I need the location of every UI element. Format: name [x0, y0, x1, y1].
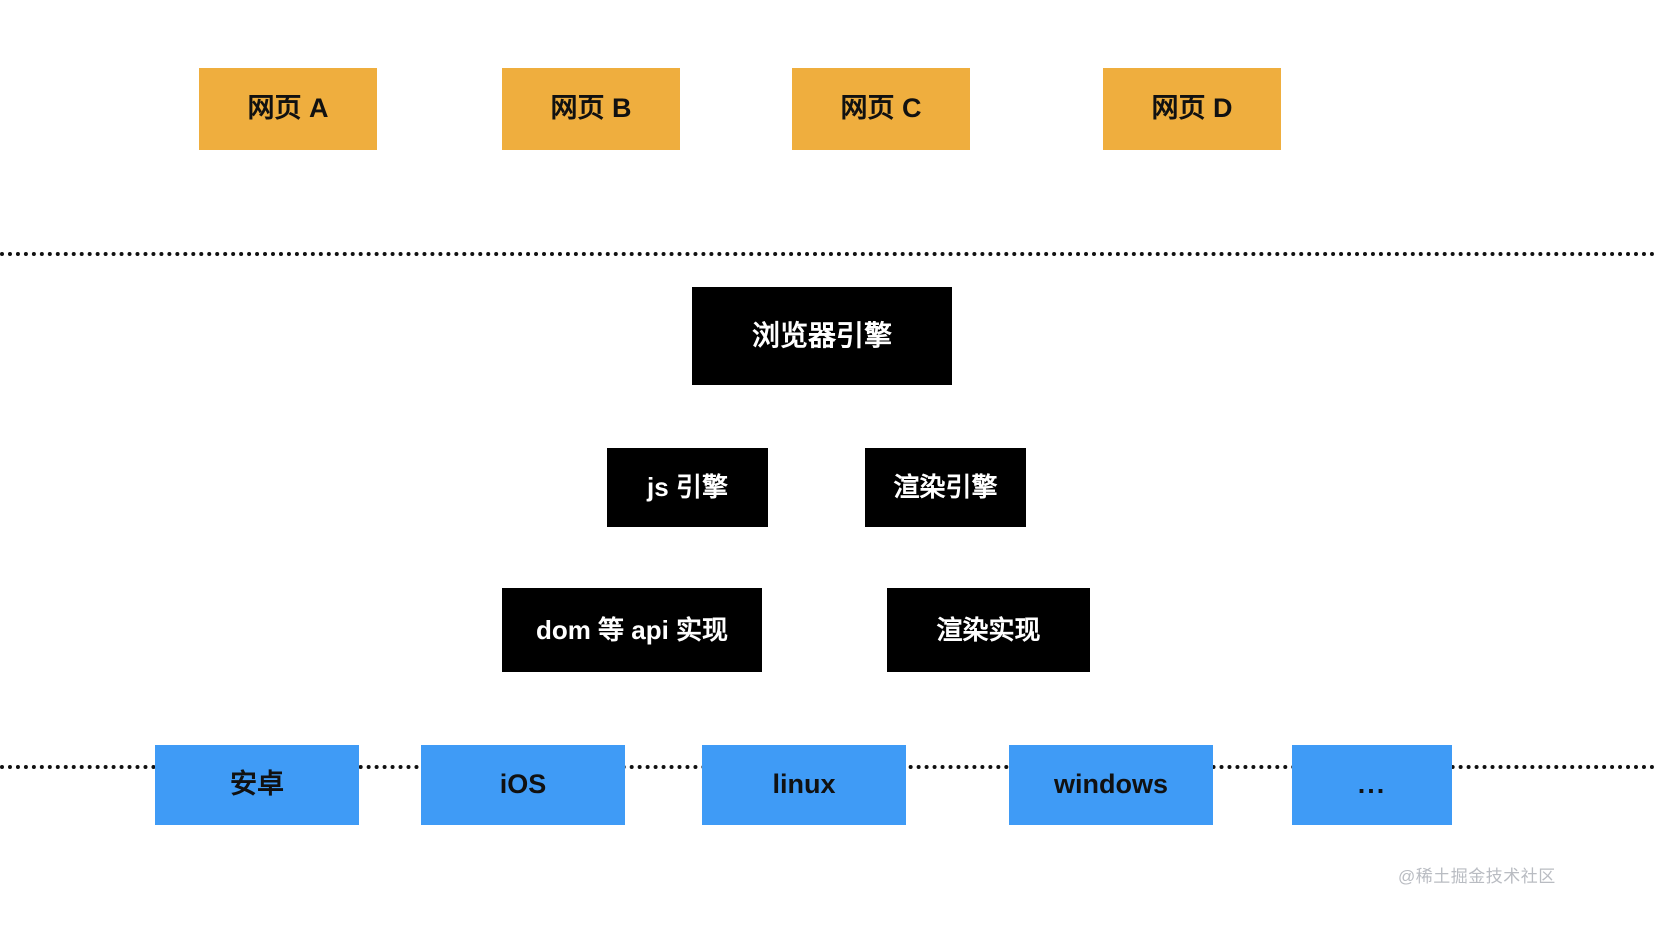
webpage-box-a[interactable]: 网页 A [199, 68, 377, 150]
webpage-box-d[interactable]: 网页 D [1103, 68, 1281, 150]
render-engine-label: 渲染引擎 [893, 472, 998, 503]
os-box-windows-label: windows [1054, 769, 1168, 800]
webpage-box-b[interactable]: 网页 B [502, 68, 680, 150]
os-box-more[interactable]: ... [1292, 745, 1452, 825]
webpage-box-c[interactable]: 网页 C [792, 68, 970, 150]
os-box-android-label: 安卓 [230, 769, 284, 800]
os-box-linux-label: linux [772, 769, 836, 800]
render-engine-box[interactable]: 渲染引擎 [865, 448, 1026, 527]
js-engine-label: js 引擎 [647, 472, 728, 503]
dom-api-impl-label: dom 等 api 实现 [535, 614, 729, 645]
os-box-ios-label: iOS [499, 769, 547, 800]
webpage-box-c-label: 网页 C [840, 93, 922, 124]
webpage-box-a-label: 网页 A [247, 93, 329, 124]
dom-api-impl-box[interactable]: dom 等 api 实现 [502, 588, 762, 672]
render-impl-box[interactable]: 渲染实现 [887, 588, 1090, 672]
webpage-box-b-label: 网页 B [550, 93, 632, 124]
os-box-windows[interactable]: windows [1009, 745, 1213, 825]
js-engine-box[interactable]: js 引擎 [607, 448, 768, 527]
os-box-android[interactable]: 安卓 [155, 745, 359, 825]
os-box-ios[interactable]: iOS [421, 745, 625, 825]
os-box-linux[interactable]: linux [702, 745, 906, 825]
webpage-box-d-label: 网页 D [1151, 93, 1233, 124]
browser-engine-label: 浏览器引擎 [751, 319, 892, 351]
os-box-more-label: ... [1357, 769, 1387, 800]
browser-engine-box[interactable]: 浏览器引擎 [692, 287, 952, 385]
render-impl-label: 渲染实现 [936, 614, 1041, 645]
watermark: @稀土掘金技术社区 [1398, 867, 1556, 886]
webpage-browser-divider [0, 252, 1656, 256]
